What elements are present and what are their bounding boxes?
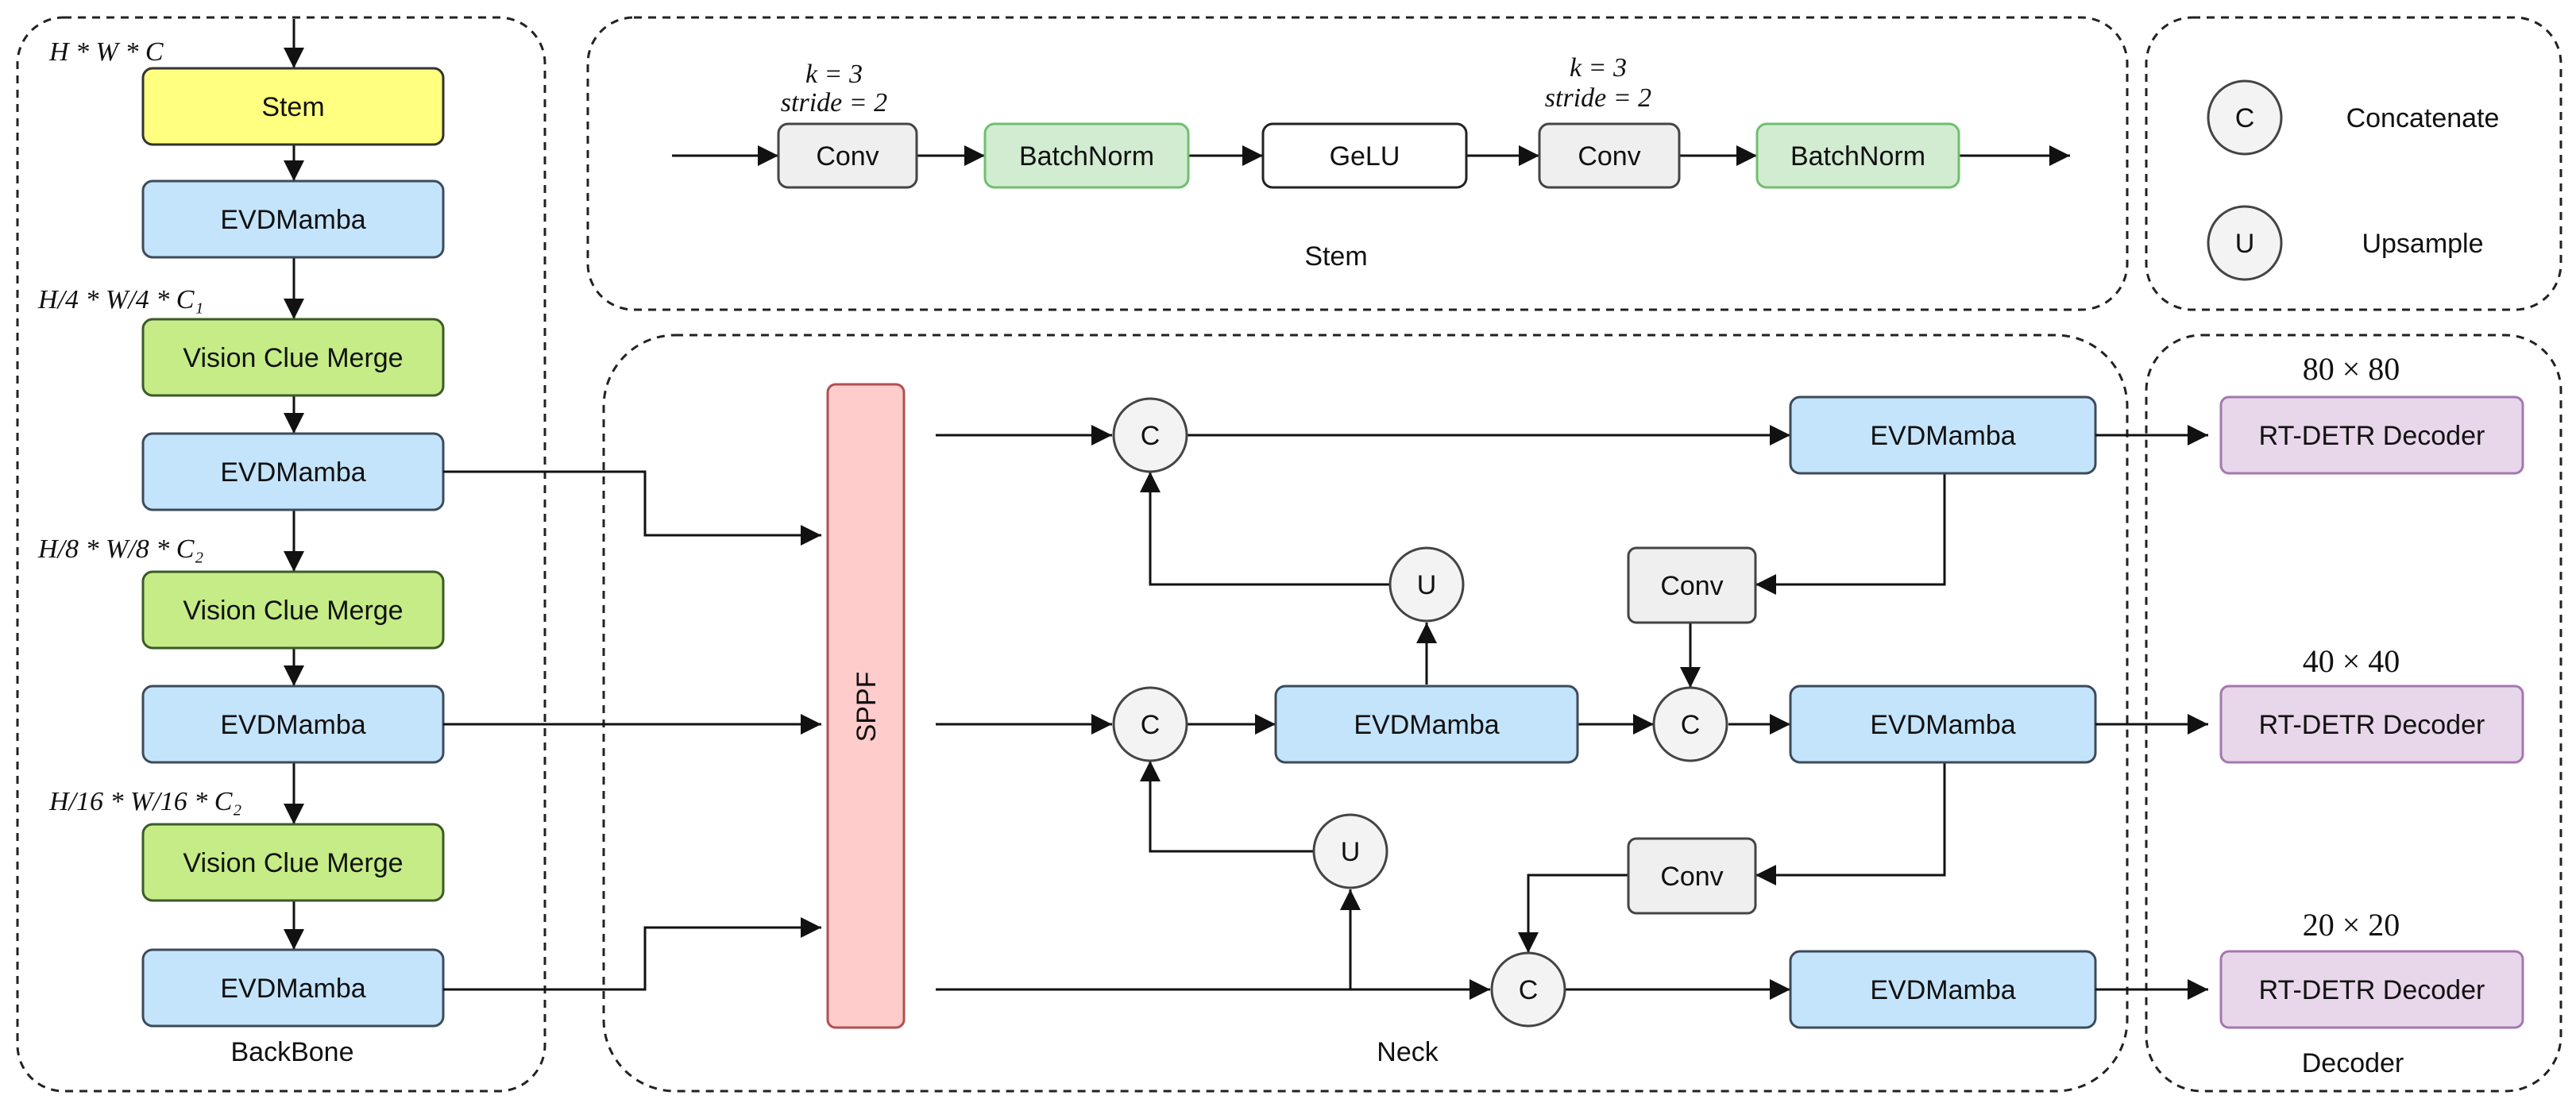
stem-section-label: Stem: [1304, 241, 1367, 272]
stem-block-label: Stem: [261, 92, 324, 122]
legend-upsample-icon: [2207, 205, 2283, 281]
legend: C Concatenate U Upsample: [2207, 79, 2500, 281]
stem-conv-2-label: Conv: [1578, 141, 1640, 172]
decoder-container: [2145, 334, 2562, 1093]
stem-conv-1-label: Conv: [816, 141, 879, 172]
neck-concat-bottom-symbol: C: [1519, 975, 1539, 1005]
decoder-size-1: 80 × 80: [2303, 351, 2400, 387]
neck-concat-top: [1112, 397, 1188, 473]
rt-detr-decoder-2: [2219, 685, 2524, 764]
sppf-label: SPPF: [852, 672, 882, 742]
backbone-dim-1: H * W * C: [48, 37, 164, 67]
backbone: H * W * C H/4 * W/4 * C₁ H/8 * W/8 * C₂ …: [37, 19, 445, 1067]
backbone-container: [16, 16, 546, 1093]
backbone-evdmamba-4-label: EVDMamba: [220, 974, 365, 1004]
vision-clue-merge-2-label: Vision Clue Merge: [183, 596, 403, 626]
neck-section-label: Neck: [1377, 1037, 1439, 1067]
neck-concat-mid: [1112, 686, 1188, 762]
vision-clue-merge-2: [141, 570, 445, 650]
neck-conv-top: [1627, 546, 1757, 624]
neck-evdmamba-mid-left: [1274, 685, 1579, 764]
stem-conv-1-kernel: k = 3: [805, 60, 863, 89]
neck: SPPF C U C C U C Conv: [826, 383, 2097, 1067]
stem-gelu: [1261, 122, 1468, 189]
vision-clue-merge-3-label: Vision Clue Merge: [183, 848, 403, 878]
rt-detr-decoder-1: [2219, 395, 2524, 475]
legend-concat-icon: [2207, 79, 2283, 156]
neck-evdmamba-top-label: EVDMamba: [1870, 421, 2015, 451]
neck-upsample-top: [1388, 546, 1465, 623]
backbone-evdmamba-2-label: EVDMamba: [220, 457, 365, 488]
neck-upsample-top-symbol: U: [1417, 570, 1437, 600]
stem-batchnorm-1: [983, 122, 1190, 189]
stem-batchnorm-2-label: BatchNorm: [1790, 141, 1925, 172]
stem-conv-2-stride: stride = 2: [1545, 83, 1651, 113]
rt-detr-decoder-2-label: RT-DETR Decoder: [2259, 710, 2485, 740]
vision-clue-merge-1-label: Vision Clue Merge: [183, 343, 403, 373]
neck-evdmamba-mid-left-label: EVDMamba: [1354, 710, 1499, 740]
rt-detr-decoder-3: [2219, 950, 2524, 1029]
legend-container: [2145, 16, 2562, 311]
neck-concat-bottom: [1490, 951, 1566, 1028]
backbone-evdmamba-3-label: EVDMamba: [220, 710, 365, 740]
rt-detr-decoder-3-label: RT-DETR Decoder: [2259, 975, 2485, 1005]
vision-clue-merge-1: [141, 318, 445, 397]
stem-conv-2-kernel: k = 3: [1570, 53, 1627, 83]
neck-conv-top-label: Conv: [1660, 571, 1723, 601]
decoder-section-label: Decoder: [2302, 1048, 2404, 1078]
neck-concat-mid-right: [1652, 686, 1728, 762]
stem-gelu-label: GeLU: [1330, 141, 1400, 172]
stem-batchnorm-2: [1755, 122, 1960, 189]
stem-batchnorm-1-label: BatchNorm: [1019, 141, 1154, 172]
backbone-evdmamba-1-label: EVDMamba: [220, 205, 365, 235]
legend-upsample-symbol: U: [2235, 229, 2255, 259]
neck-conv-bottom: [1627, 837, 1757, 915]
neck-upsample-bottom: [1312, 813, 1388, 889]
legend-concat-symbol: C: [2235, 103, 2255, 133]
backbone-evdmamba-4: [141, 948, 445, 1028]
backbone-section-label: BackBone: [231, 1037, 354, 1067]
stem-detail: k = 3 stride = 2 k = 3 stride = 2 Conv B…: [672, 53, 2070, 272]
neck-conv-bottom-label: Conv: [1660, 862, 1723, 892]
stem-block: [141, 67, 445, 146]
backbone-to-sppf-connections: [443, 470, 821, 991]
rt-detr-decoder-1-label: RT-DETR Decoder: [2259, 421, 2485, 451]
neck-concat-top-symbol: C: [1141, 421, 1161, 451]
neck-upsample-bottom-symbol: U: [1341, 837, 1361, 867]
vision-clue-merge-3: [141, 823, 445, 902]
neck-concat-mid-symbol: C: [1141, 710, 1161, 740]
stem-conv-1-stride: stride = 2: [781, 88, 887, 118]
stem-conv-1: [777, 122, 918, 189]
neck-container: [602, 334, 2129, 1093]
backbone-dim-3: H/8 * W/8 * C₂: [37, 534, 203, 564]
stem-container: [586, 16, 2129, 311]
decoder-size-2: 40 × 40: [2303, 643, 2400, 679]
legend-concat-label: Concatenate: [2346, 103, 2500, 133]
decoder: 80 × 80 RT-DETR Decoder 40 × 40 RT-DETR …: [2095, 351, 2524, 1078]
decoder-size-3: 20 × 20: [2303, 907, 2400, 943]
backbone-dim-2: H/4 * W/4 * C₁: [37, 285, 203, 314]
sppf-block: [826, 383, 906, 1029]
backbone-dim-4: H/16 * W/16 * C₂: [48, 787, 241, 816]
backbone-evdmamba-1: [141, 179, 445, 259]
neck-evdmamba-bottom-label: EVDMamba: [1870, 975, 2015, 1005]
legend-upsample-label: Upsample: [2362, 229, 2483, 259]
neck-evdmamba-mid-right-label: EVDMamba: [1870, 710, 2015, 740]
neck-concat-mid-right-symbol: C: [1681, 710, 1701, 740]
stem-conv-2: [1538, 122, 1681, 189]
